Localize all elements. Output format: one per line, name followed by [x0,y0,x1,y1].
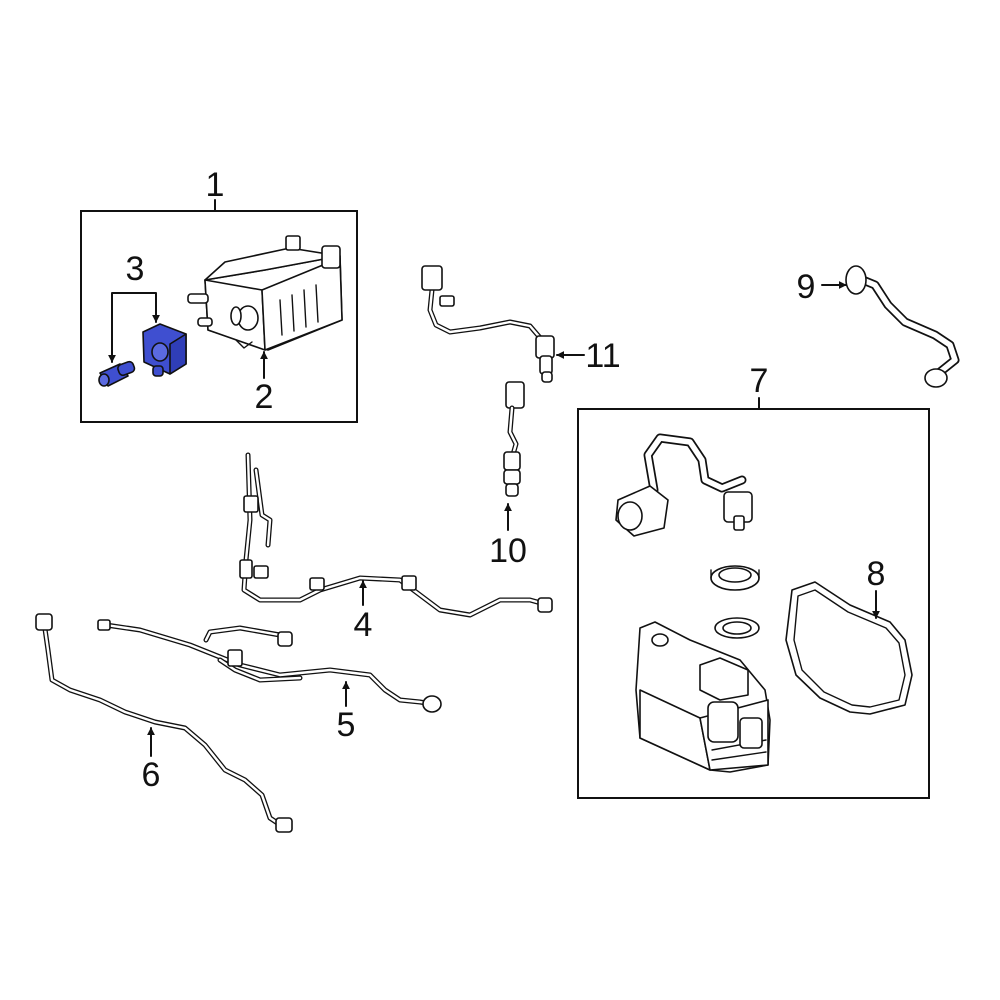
callout-1[interactable]: 1 [206,166,225,204]
callout-7[interactable]: 7 [750,362,769,400]
wiring-harness-6[interactable] [35,613,293,833]
separator-assembly-group: 7 [577,362,930,799]
callout-2[interactable]: 2 [255,378,274,416]
group-7-frame [577,408,930,799]
wiring-harness-5[interactable] [97,619,442,713]
separator-hose[interactable] [615,433,753,537]
oxygen-sensor-10[interactable] [503,381,525,497]
oxygen-sensor-11[interactable] [421,265,555,383]
callout-6[interactable]: 6 [142,756,161,794]
callout-3[interactable]: 3 [126,250,145,288]
cover-gasket-8[interactable] [785,581,913,715]
highlighted-fitting[interactable] [98,360,136,387]
wiring-harness-4[interactable] [239,452,553,618]
callout-11[interactable]: 11 [585,337,620,375]
callout-10[interactable]: 10 [489,532,527,570]
group-1-frame [80,210,358,423]
callout-8[interactable]: 8 [867,555,886,593]
callout-4[interactable]: 4 [354,606,373,644]
callout-5[interactable]: 5 [337,706,356,744]
seal-ring-lower[interactable] [714,617,760,639]
vapor-canister[interactable] [187,235,343,351]
highlighted-bracket[interactable] [142,323,187,377]
callout-9[interactable]: 9 [797,268,816,306]
canister-assembly-group: 1 2 3 [80,166,358,423]
seal-ring-upper[interactable] [710,565,760,591]
separator-housing[interactable] [635,621,771,773]
vent-hose-9[interactable] [845,265,960,388]
